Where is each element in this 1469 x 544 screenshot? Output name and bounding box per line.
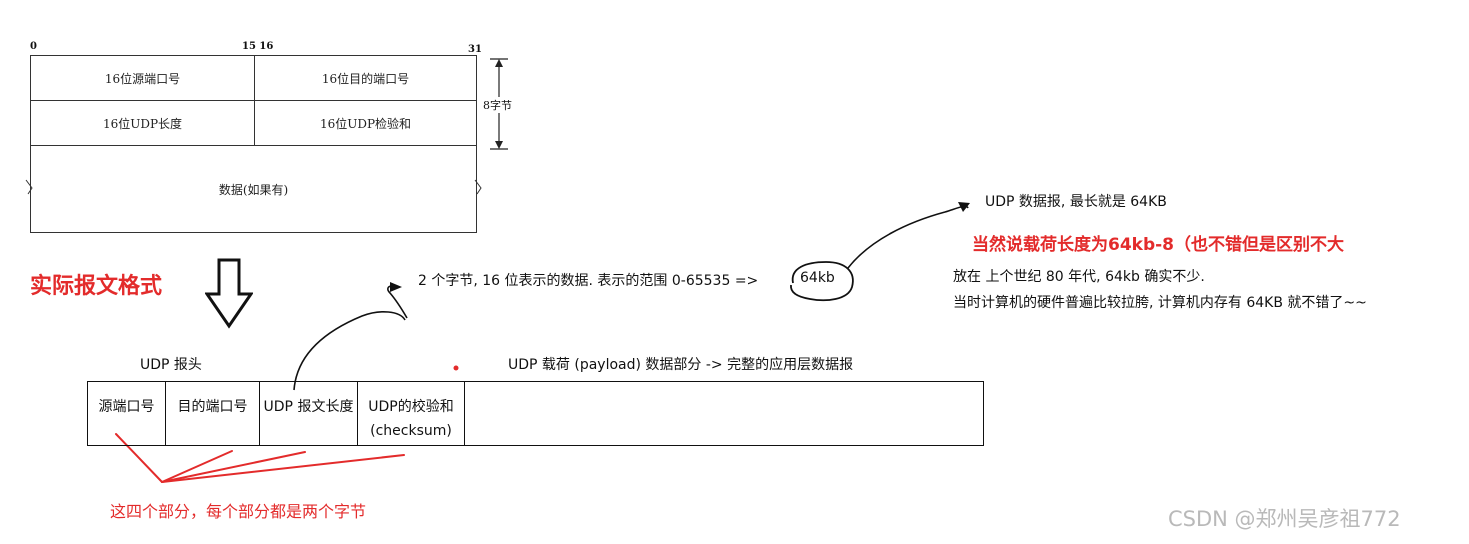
header-row-length-checksum: 16位UDP长度 16位UDP检验和 [31, 101, 476, 146]
break-marks [25, 179, 482, 195]
range-annotation: 2 个字节, 16 位表示的数据. 表示的范围 0-65535 => [418, 273, 759, 289]
bottom-note: 这四个部分，每个部分都是两个字节 [110, 502, 367, 521]
source-port-cell: 16位源端口号 [31, 56, 255, 100]
csdn-watermark: CSDN @郑州吴彦祖772 [1168, 507, 1401, 531]
udp-header-format-table: 16位源端口号 16位目的端口号 16位UDP长度 16位UDP检验和 数据(如… [30, 55, 477, 233]
segment-source-port: 源端口号 [88, 382, 166, 445]
segment-dest-port: 目的端口号 [166, 382, 260, 445]
bit-label-31: 31 [468, 44, 482, 55]
segment-length-label: UDP 报文长度 [263, 399, 354, 415]
64kb-label: 64kb [800, 270, 835, 286]
era-note-1: 放在 上个世纪 80 年代, 64kb 确实不少. [953, 269, 1205, 285]
bit-label-15-16: 15 16 [242, 41, 274, 52]
data-cell: 数据(如果有) [218, 182, 289, 197]
header-row-ports: 16位源端口号 16位目的端口号 [31, 56, 476, 101]
segment-source-port-label: 源端口号 [98, 399, 155, 415]
era-note-2: 当时计算机的硬件普遍比较拉胯, 计算机内存有 64KB 就不错了~~ [953, 295, 1367, 311]
segment-length: UDP 报文长度 [260, 382, 358, 445]
udp-checksum-cell: 16位UDP检验和 [319, 116, 412, 131]
red-pointer-lines [115, 433, 405, 483]
segment-dest-port-label: 目的端口号 [177, 399, 248, 415]
udp-payload-label: UDP 载荷 (payload) 数据部分 -> 完整的应用层数据报 [508, 357, 854, 373]
segment-checksum: UDP的校验和 (checksum) [358, 382, 465, 445]
arrow-64kb-to-max [847, 205, 969, 269]
eight-byte-label: 8字节 [483, 97, 512, 113]
bit-label-0: 0 [30, 41, 37, 52]
udp-header-label: UDP 报头 [140, 357, 202, 373]
dest-port-cell: 16位目的端口号 [321, 71, 410, 86]
segment-checksum-label-1: UDP的校验和 [368, 399, 454, 415]
udp-length-cell: 16位UDP长度 [31, 101, 255, 145]
circle-64kb [790, 261, 854, 302]
arrow-length-to-range [293, 311, 406, 391]
payload-length-note: 当然说载荷长度为64kb-8（也不错但是区别不大 [972, 235, 1345, 255]
segment-payload [465, 382, 982, 445]
header-row-data: 数据(如果有) [31, 146, 476, 232]
segment-checksum-label-2: (checksum) [370, 423, 452, 439]
actual-format-title: 实际报文格式 [30, 274, 163, 299]
max-datagram-note: UDP 数据报, 最长就是 64KB [985, 194, 1167, 210]
udp-packet-box: 源端口号 目的端口号 UDP 报文长度 UDP的校验和 (checksum) [87, 381, 984, 446]
down-arrow-icon [205, 258, 253, 329]
